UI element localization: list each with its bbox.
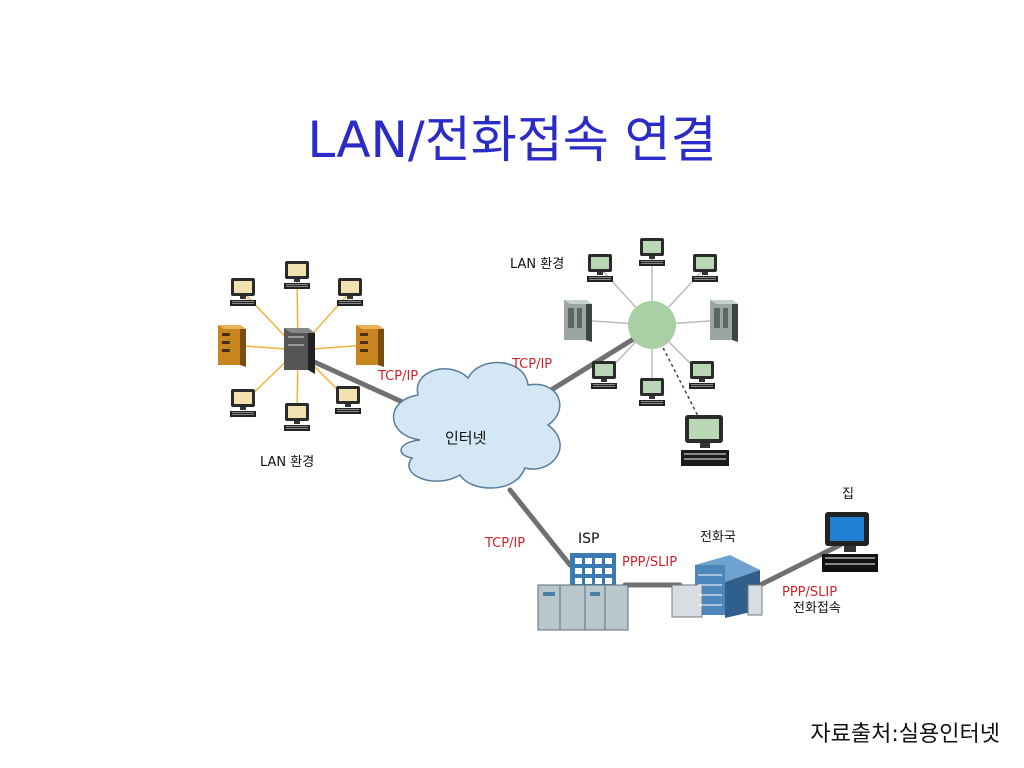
computer-icon	[591, 361, 617, 389]
server-icon	[218, 325, 246, 367]
computer-icon	[639, 378, 665, 406]
protocol-label: TCP/IP	[377, 369, 418, 384]
protocol-label: TCP/IP	[511, 357, 552, 372]
computer-icon	[692, 254, 718, 282]
protocol-label: TCP/IP	[484, 536, 525, 551]
dialup-label: 전화접속	[793, 601, 841, 616]
server-icon	[564, 300, 592, 342]
server-icon	[356, 325, 384, 367]
lan-hub	[628, 301, 676, 349]
left-central-server	[284, 328, 315, 374]
source-caption: 자료출처:실용인터넷	[810, 722, 1000, 747]
computer-icon	[284, 261, 310, 289]
internet-cloud	[392, 362, 561, 489]
computer-icon	[230, 278, 256, 306]
phone-office-building-icon	[671, 555, 763, 618]
computer-icon	[587, 254, 613, 282]
computer-icon	[639, 238, 665, 266]
terminal-icon	[681, 415, 729, 466]
server-icon	[710, 300, 738, 342]
isp-building-icon	[537, 553, 629, 631]
protocol-label: PPP/SLIP	[782, 585, 837, 600]
computer-icon	[335, 386, 361, 414]
page-title: LAN/전화접속 연결	[307, 111, 717, 169]
computer-icon	[689, 361, 715, 389]
lan-environment-label: LAN 환경	[260, 455, 314, 470]
protocol-label: PPP/SLIP	[622, 555, 677, 570]
isp-label: ISP	[578, 531, 599, 547]
phone-office-label: 전화국	[700, 530, 736, 545]
computer-icon	[284, 403, 310, 431]
computer-icon	[230, 389, 256, 417]
internet-label: 인터넷	[445, 429, 486, 447]
dashed-link	[654, 331, 701, 421]
home-label: 집	[842, 487, 854, 502]
lan-environment-label: LAN 환경	[510, 257, 564, 272]
computer-icon	[337, 278, 363, 306]
home-computer-icon	[822, 512, 878, 572]
